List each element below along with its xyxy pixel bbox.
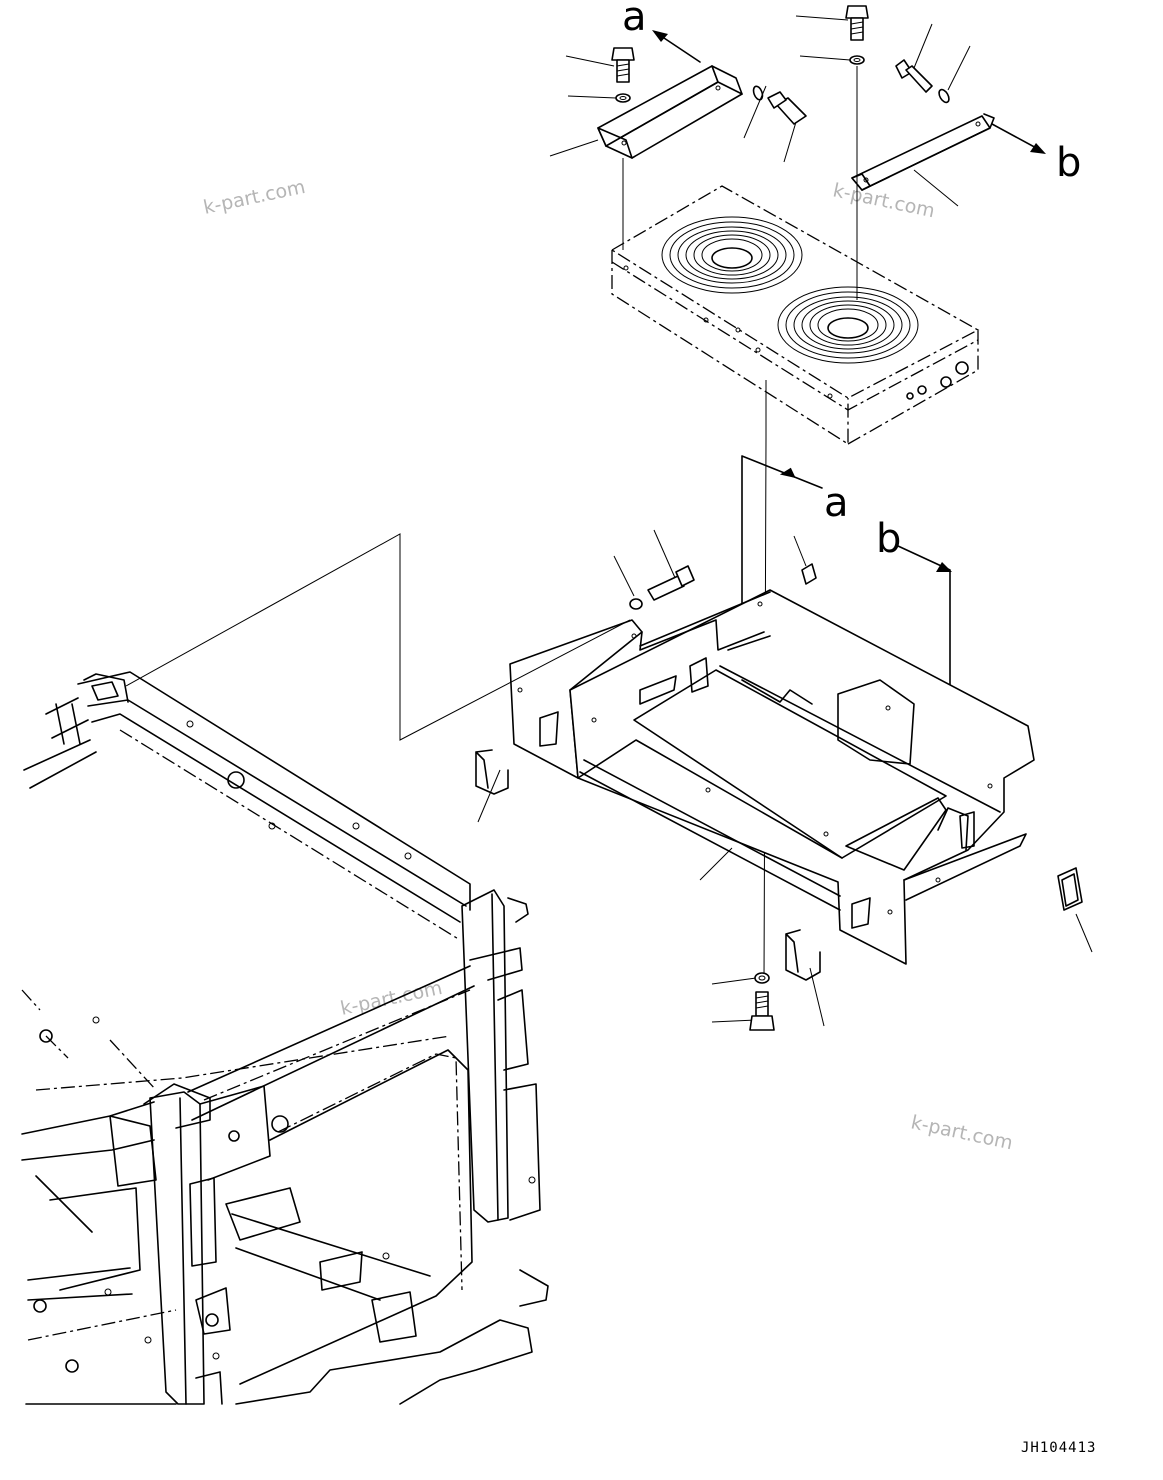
right-bracket — [851, 113, 995, 191]
condenser-unit — [610, 185, 980, 446]
frame-clip — [801, 563, 817, 585]
bolt-angled-left — [767, 91, 807, 125]
washer-angled-left — [752, 85, 764, 101]
mount-frame — [509, 589, 1035, 965]
view-label-b-middle: b — [876, 516, 901, 562]
condenser-fittings — [623, 265, 969, 400]
washer-left-top — [615, 93, 631, 103]
grommet-seal — [1057, 867, 1083, 911]
watermark: k-part.com — [909, 1111, 1015, 1154]
watermark: k-part.com — [831, 179, 937, 222]
fan-grille-right — [777, 286, 919, 364]
handle-bottom — [785, 929, 821, 981]
drawing-code: JH104413 — [1021, 1440, 1096, 1456]
bolt-angled-right — [895, 59, 933, 93]
washer-angled-right — [938, 88, 950, 104]
bolt-center-top — [845, 5, 869, 41]
watermark: k-part.com — [338, 977, 444, 1020]
washer-center-top — [849, 55, 865, 65]
leader-lines — [477, 15, 1093, 1027]
handle-left — [475, 749, 509, 795]
cab-structure — [21, 671, 549, 1405]
washer-bottom — [754, 972, 770, 984]
bolt-left-top — [611, 47, 635, 83]
bolt-bottom — [749, 991, 775, 1031]
view-label-b-right: b — [1056, 140, 1081, 186]
frame-bolt — [647, 565, 695, 601]
left-bracket — [597, 65, 743, 159]
view-label-a-middle: a — [824, 480, 849, 526]
view-label-a-top: a — [622, 0, 647, 40]
watermark: k-part.com — [201, 176, 307, 219]
frame-washer — [629, 598, 643, 610]
fan-grille-left — [661, 216, 803, 294]
guide-line — [125, 533, 631, 741]
